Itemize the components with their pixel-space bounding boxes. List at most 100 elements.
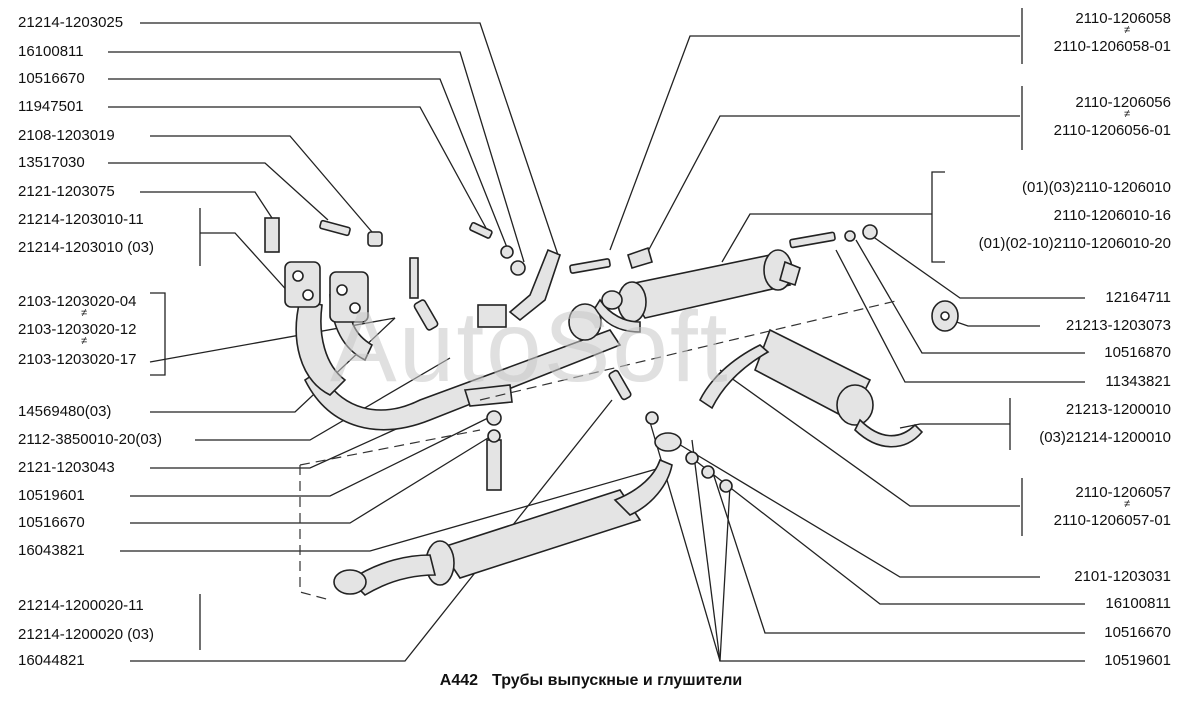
ne-symbol: ≠ xyxy=(80,307,88,319)
label-12164711: 12164711 xyxy=(1105,289,1171,306)
resonator-outlet xyxy=(613,458,673,516)
dash-2 xyxy=(299,429,481,466)
label-2110-1206058: 2110-1206058 xyxy=(1075,10,1171,27)
label-2103-1203020-04: 2103-1203020-04 xyxy=(18,293,137,310)
label-2110-1206010-16: 2110-1206010-16 xyxy=(1053,207,1171,224)
leader-r3 xyxy=(721,213,932,263)
label-14569480-03: 14569480(03) xyxy=(18,403,112,420)
leader-l2 xyxy=(108,51,525,263)
bracket-l9 xyxy=(150,292,166,376)
caption-title: Трубы выпускные и глушители xyxy=(492,672,743,689)
label-16043821: 16043821 xyxy=(18,542,85,559)
label-21214-1203010-11: 21214-1203010-11 xyxy=(18,211,144,228)
leader-l11 xyxy=(195,357,451,441)
ne-symbol: ≠ xyxy=(1123,498,1130,510)
leader-l7 xyxy=(140,191,273,219)
label-21214-1200020-11: 21214-1200020-11 xyxy=(18,597,144,614)
manifold-flange-1 xyxy=(284,261,321,308)
dash-3 xyxy=(479,299,901,401)
bracket-plate xyxy=(264,217,280,253)
label-21214-1203010: 21214-1203010 (03) xyxy=(18,239,154,256)
leader-l8 xyxy=(200,232,301,306)
label-13517030: 13517030 xyxy=(18,154,85,171)
intermediate-pipe xyxy=(698,344,770,410)
oxygen-wire xyxy=(409,257,419,299)
dash-1 xyxy=(299,465,331,601)
bolt-vertical xyxy=(486,439,502,491)
label-16100811-b: 16100811 xyxy=(1105,595,1171,612)
label-21213-1203073: 21213-1203073 xyxy=(1065,317,1171,334)
caption: A442 Трубы выпускные и глушители xyxy=(0,672,1182,690)
label-2110-1206056-01: 2110-1206056-01 xyxy=(1053,122,1171,139)
leader-r11 xyxy=(691,457,1085,605)
leader-r9 xyxy=(719,369,1020,507)
label-03-21214-1200010: (03)21214-1200010 xyxy=(1039,429,1171,446)
label-2112-3850010-20-03: 2112-3850010-20(03) xyxy=(18,431,163,448)
resonator-inlet xyxy=(348,554,437,597)
watermark: AutoSoft xyxy=(330,291,730,403)
leader-r12 xyxy=(711,469,1085,634)
ne-symbol: ≠ xyxy=(80,335,88,347)
leader-r13 xyxy=(719,485,1085,662)
label-21213-1200010: 21213-1200010 xyxy=(1065,401,1171,418)
leader-l13 xyxy=(130,417,489,497)
leader-r7 xyxy=(835,249,1085,383)
label-2103-1203020-12: 2103-1203020-12 xyxy=(18,321,137,338)
sensor xyxy=(608,369,632,401)
label-2121-1203075: 2121-1203075 xyxy=(18,183,115,200)
downpipe-1 xyxy=(295,299,347,396)
label-2103-1203020-17: 2103-1203020-17 xyxy=(18,351,137,368)
inlet-flange xyxy=(333,569,367,595)
leader-l6 xyxy=(108,162,329,221)
label-10516670-c: 10516670 xyxy=(1104,624,1171,641)
label-11343821: 11343821 xyxy=(1105,373,1171,390)
ne-symbol: ≠ xyxy=(1123,108,1130,120)
assembly-lines xyxy=(299,299,901,601)
bolt-3 xyxy=(789,231,836,249)
leader-r4 xyxy=(871,235,1085,299)
caption-code: A442 xyxy=(439,672,479,689)
bolt-2 xyxy=(569,258,611,274)
hanger-bracket xyxy=(508,248,561,322)
leader-l14 xyxy=(130,437,489,524)
bracket-r3 xyxy=(931,171,945,263)
label-11947501: 11947501 xyxy=(18,98,84,115)
label-01-03-2110-1206010: (01)(03)2110-1206010 xyxy=(1022,179,1171,196)
leader-r13b xyxy=(649,421,721,662)
label-21214-1203025: 21214-1203025 xyxy=(18,14,124,31)
label-10516670: 10516670 xyxy=(18,70,85,87)
clamp-ring xyxy=(654,432,682,452)
bracket-2 xyxy=(463,384,513,407)
label-2108-1203019: 2108-1203019 xyxy=(18,127,115,144)
leader-r1 xyxy=(609,35,1020,251)
stud xyxy=(319,219,351,237)
flange-mid xyxy=(568,303,602,341)
oxygen-sensor xyxy=(413,299,439,331)
leader-l1 xyxy=(140,22,559,256)
label-10516670-b: 10516670 xyxy=(18,514,85,531)
label-16100811: 16100811 xyxy=(18,43,84,60)
ne-symbol: ≠ xyxy=(1123,24,1130,36)
leader-l3 xyxy=(108,78,509,251)
nut xyxy=(367,231,383,247)
label-2110-1206058-01: 2110-1206058-01 xyxy=(1053,38,1171,55)
label-2110-1206057: 2110-1206057 xyxy=(1075,484,1171,501)
leader-l15 xyxy=(120,467,661,552)
label-2110-1206057-01: 2110-1206057-01 xyxy=(1053,512,1171,529)
leader-r13c xyxy=(691,439,721,662)
leader-l4 xyxy=(108,106,487,229)
label-16044821: 16044821 xyxy=(18,652,85,669)
leader-r2 xyxy=(645,115,1020,256)
leader-r10 xyxy=(671,439,1040,578)
label-2121-1203043: 2121-1203043 xyxy=(18,459,115,476)
label-01-02-10-2110-1206010-20: (01)(02-10)2110-1206010-20 xyxy=(978,235,1171,252)
resonator-body xyxy=(438,489,642,579)
leader-r5 xyxy=(944,317,1040,327)
parts-drawing xyxy=(264,217,959,597)
spring xyxy=(627,246,653,269)
label-10516870: 10516870 xyxy=(1104,344,1171,361)
label-2101-1203031: 2101-1203031 xyxy=(1074,568,1171,585)
bolt xyxy=(469,222,493,239)
leader-r6 xyxy=(855,239,1085,354)
